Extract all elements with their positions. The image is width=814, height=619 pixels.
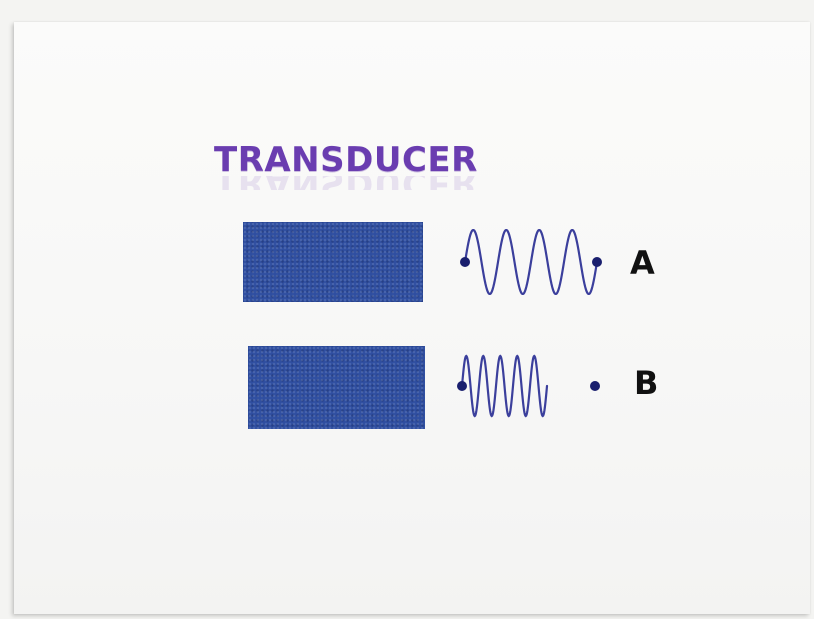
wave-b-line bbox=[460, 354, 549, 418]
wave-pulse-b bbox=[457, 354, 600, 418]
label-b: B bbox=[634, 364, 659, 402]
diagram-title-reflection: TRANSDUCER bbox=[214, 176, 478, 190]
wave-a-line bbox=[463, 228, 599, 296]
endpoint-dot-b-start bbox=[457, 381, 467, 391]
endpoint-dot-b-gap bbox=[590, 381, 600, 391]
endpoint-dot-a-start bbox=[460, 257, 470, 267]
transducer-block-a bbox=[243, 222, 423, 302]
diagram-title: TRANSDUCER bbox=[214, 140, 478, 180]
label-a: A bbox=[630, 244, 655, 282]
wave-pulse-a bbox=[460, 228, 602, 296]
endpoint-dot-a-end bbox=[592, 257, 602, 267]
whiteboard bbox=[14, 22, 810, 614]
transducer-block-b bbox=[248, 346, 425, 429]
